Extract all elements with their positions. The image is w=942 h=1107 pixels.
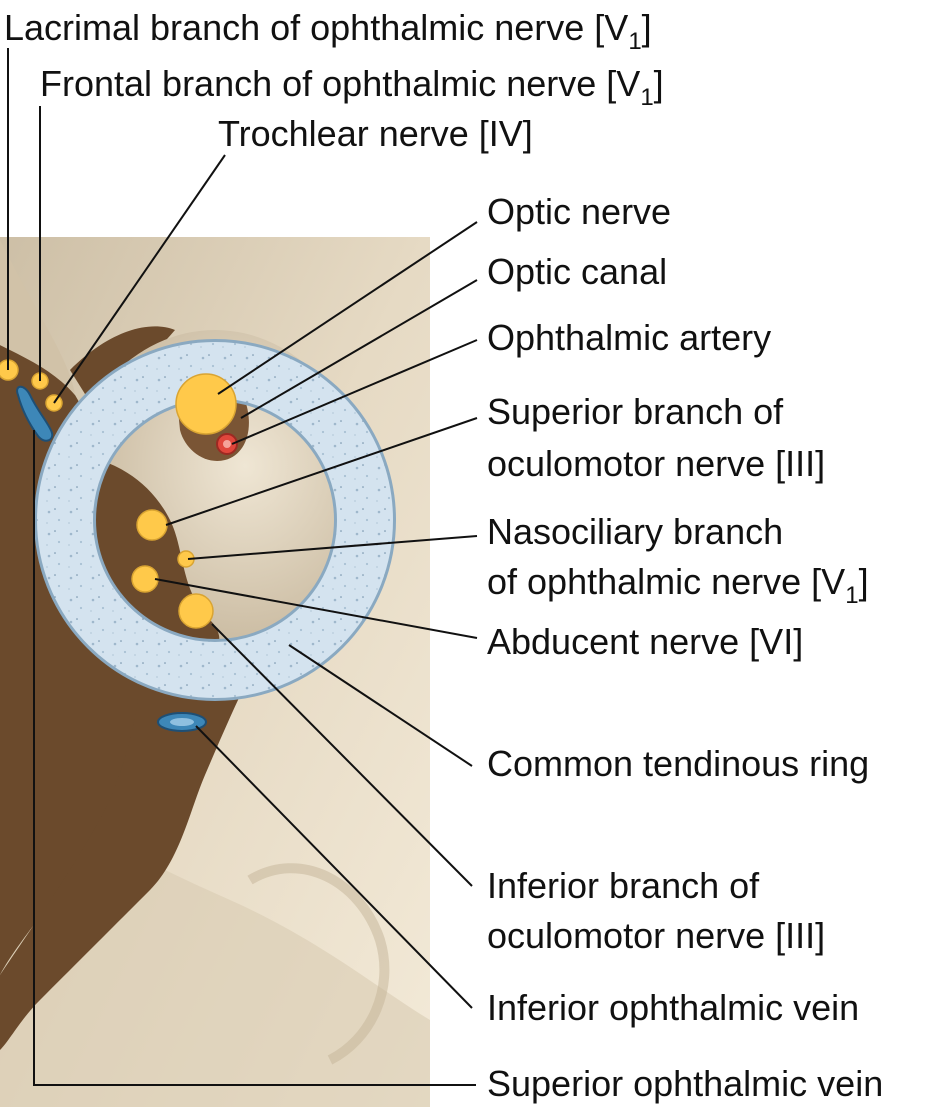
leader-optic-nerve bbox=[217, 221, 478, 395]
label-lacrimal: Lacrimal branch of ophthalmic nerve [V1] bbox=[4, 7, 652, 55]
label-frontal: Frontal branch of ophthalmic nerve [V1] bbox=[40, 63, 664, 111]
label-common-ring: Common tendinous ring bbox=[487, 743, 869, 784]
optic-nerve-dot bbox=[175, 373, 237, 435]
label-trochlear: Trochlear nerve [IV] bbox=[218, 113, 533, 154]
label-superior-vein: Superior ophthalmic vein bbox=[487, 1063, 883, 1104]
leader-inferior-oculomotor bbox=[211, 623, 473, 887]
label-ophthalmic-artery: Ophthalmic artery bbox=[487, 317, 771, 358]
common-tendinous-ring bbox=[37, 342, 393, 698]
superior-ophthalmic-vein-shape bbox=[16, 385, 54, 442]
leader-superior-oculomotor bbox=[165, 417, 478, 526]
label-abducent: Abducent nerve [VI] bbox=[487, 621, 803, 662]
leader-trochlear bbox=[53, 154, 226, 404]
label-nasociliary-2: of ophthalmic nerve [V1] bbox=[487, 561, 869, 609]
label-nasociliary-1: Nasociliary branch bbox=[487, 511, 783, 552]
label-inferior-oculomotor-2: oculomotor nerve [III] bbox=[487, 915, 825, 956]
label-superior-oculomotor-1: Superior branch of bbox=[487, 391, 784, 432]
leader-common-ring bbox=[288, 644, 473, 767]
leader-inferior-vein bbox=[195, 725, 473, 1009]
superior-oculomotor-dot bbox=[136, 509, 168, 541]
label-optic-canal: Optic canal bbox=[487, 251, 667, 292]
inferior-oculomotor-dot bbox=[178, 593, 214, 629]
leader-nasociliary bbox=[187, 535, 478, 560]
label-inferior-oculomotor-1: Inferior branch of bbox=[487, 865, 760, 906]
label-optic-nerve: Optic nerve bbox=[487, 191, 671, 232]
leader-superior-vein bbox=[33, 430, 476, 1086]
leader-optic-canal bbox=[240, 279, 478, 419]
leader-abducent bbox=[154, 578, 478, 639]
label-superior-oculomotor-2: oculomotor nerve [III] bbox=[487, 443, 825, 484]
label-inferior-vein: Inferior ophthalmic vein bbox=[487, 987, 859, 1028]
abducent-nerve-dot bbox=[131, 565, 159, 593]
leader-ophthalmic-artery bbox=[231, 339, 478, 445]
